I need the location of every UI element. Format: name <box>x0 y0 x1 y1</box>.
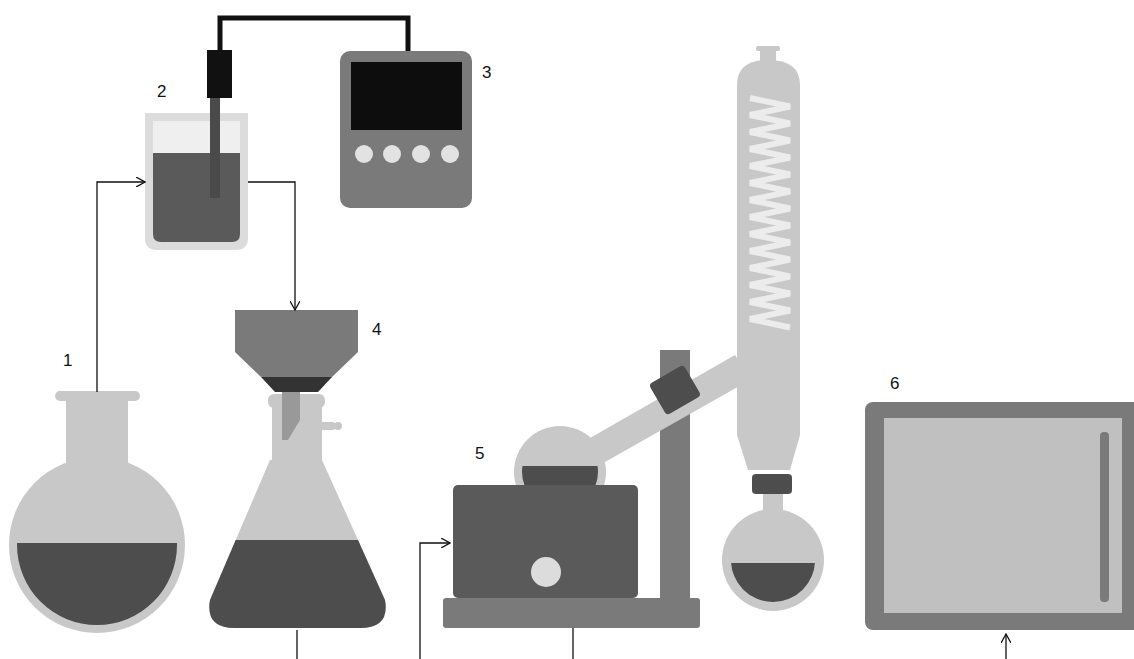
callout-number: 4 <box>372 321 381 338</box>
flow-line <box>1005 634 1006 659</box>
apparatus-node: 2 <box>145 50 248 250</box>
suction-flask <box>200 394 400 640</box>
rotary-evaporator <box>443 46 824 628</box>
round-bottom-flask <box>9 391 185 633</box>
callout-number: 2 <box>157 83 166 100</box>
flow-line <box>572 628 573 659</box>
callout-number: 6 <box>890 375 899 392</box>
beaker <box>145 113 248 250</box>
ph-probe <box>207 50 232 198</box>
flow-arrow <box>97 182 145 392</box>
buchner-funnel <box>235 310 358 440</box>
callout-number: 1 <box>63 352 72 369</box>
flow-line <box>296 630 297 659</box>
apparatus-node: 4 <box>210 310 385 630</box>
apparatus-node: 3 <box>340 51 472 208</box>
callout-number: 3 <box>482 64 491 81</box>
probe-cable <box>220 18 408 51</box>
flow-line <box>420 543 450 659</box>
apparatus-node: 1 <box>10 392 186 632</box>
ph-meter <box>340 51 472 208</box>
drying-oven <box>865 402 1134 630</box>
callout-number: 5 <box>475 445 484 462</box>
apparatus-node: 5 <box>443 46 843 630</box>
apparatus-node: 6 <box>865 402 1134 630</box>
flow-arrow <box>248 182 295 310</box>
